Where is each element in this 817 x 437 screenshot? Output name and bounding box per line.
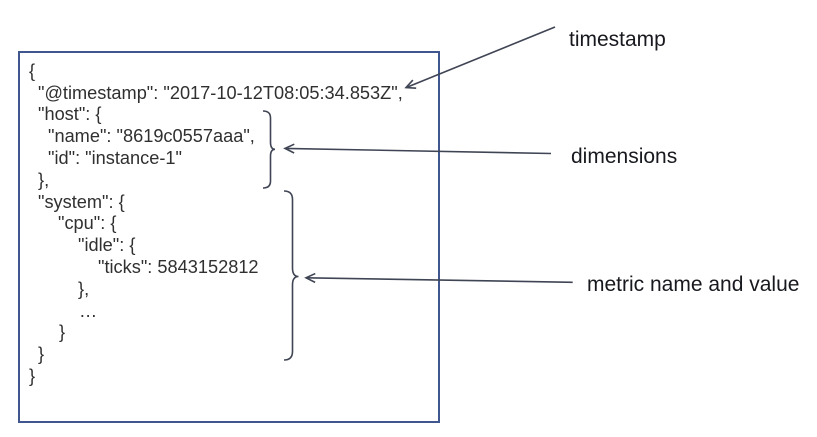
code-line: "system": { [38, 191, 125, 212]
code-line: }, [78, 278, 90, 299]
code-line: "ticks": 5843152812 [98, 256, 259, 277]
code-line: } [59, 322, 66, 343]
code-line: } [38, 344, 45, 365]
json-code-box: {"@timestamp": "2017-10-12T08:05:34.853Z… [18, 51, 440, 423]
code-line: { [29, 60, 36, 81]
code-line: … [79, 300, 98, 321]
code-line: "idle": { [78, 235, 136, 256]
code-line: "id": "instance-1" [48, 147, 182, 168]
code-line: } [29, 365, 36, 386]
code-line: }, [38, 169, 50, 190]
label-dimensions: dimensions [571, 144, 678, 168]
code-line: "host": { [38, 104, 102, 125]
label-timestamp: timestamp [569, 28, 666, 51]
code-line: "@timestamp": "2017-10-12T08:05:34.853Z"… [38, 82, 403, 103]
code-line: "name": "8619c0557aaa", [48, 126, 255, 147]
json-code: {"@timestamp": "2017-10-12T08:05:34.853Z… [20, 53, 438, 388]
label-metric-name-and-value: metric name and value [587, 273, 800, 296]
code-line: "cpu": { [58, 213, 117, 234]
